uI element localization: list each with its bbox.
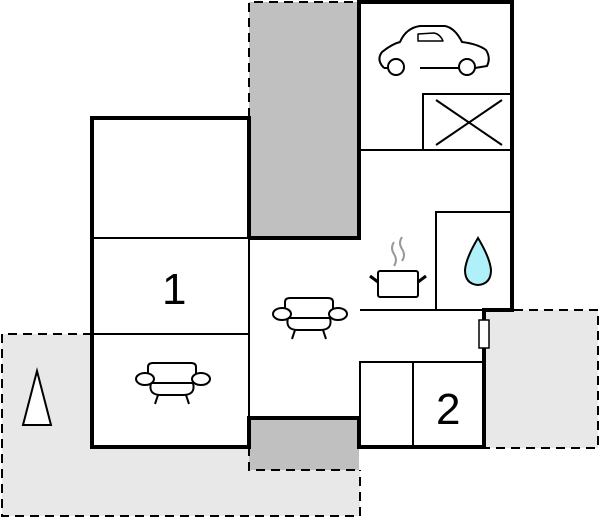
- top-terrace: [248, 1, 359, 238]
- pot-icon: [369, 236, 427, 298]
- side-terrace-area: [484, 309, 599, 449]
- bottom-terrace: [248, 418, 359, 471]
- tree-icon: [21, 367, 53, 426]
- room-label-1: 1: [162, 265, 187, 314]
- car-icon: [378, 25, 490, 76]
- armchair-icon: [272, 297, 348, 340]
- water-drop-icon: [463, 236, 493, 287]
- armchair-icon: [135, 362, 211, 405]
- door-marker: [478, 319, 490, 349]
- interior-walls: [92, 93, 513, 448]
- room-label-2: 2: [436, 385, 461, 434]
